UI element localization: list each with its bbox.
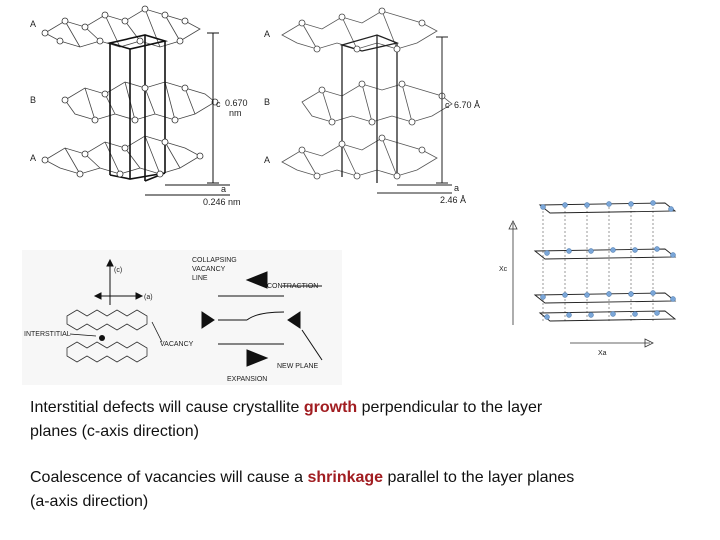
c-value: 0.670 [225,98,248,108]
vertical-dashes [542,207,654,323]
caption-interstitial-post: perpendicular to the layer planes (c-axi… [30,399,543,440]
layer-b-middle [64,81,216,121]
a-label: a [221,184,226,194]
a-label: a [454,183,459,193]
layer-stacking-axes-diagram: Xc Xa [499,200,677,357]
c-dimension [436,36,448,184]
layer-label-a-bottom: A [264,155,270,165]
layer-a-bottom [281,137,438,177]
stack-layers [533,202,677,322]
atoms [298,7,446,180]
caption-interstitial-highlight: growth [303,399,358,416]
a-axis-arrow [93,292,144,300]
caption-vacancy: Coalescence of vacancies will cause a sh… [30,466,590,514]
xc-axis-arrow [508,220,518,325]
a-dimension [377,184,452,194]
contraction-label: CONTRACTION [267,283,318,290]
collapsing-label-3: LINE [192,275,208,282]
contraction-arrows [201,271,301,367]
layer-a-bottom [44,135,201,175]
atoms [41,5,219,178]
layer-label-b: B [264,97,270,107]
graphite-lattice-diagram-nm: A B A c 0.670 nm a 0.246 nm [30,5,248,207]
layer-label-a-top: A [264,29,270,39]
c-label: c [445,100,450,110]
unit-cell-prism [106,34,169,182]
graphite-lattice-diagram-angstrom: A B A c 6.70 Å a 2.46 Å [264,7,480,205]
collapsing-label-1: COLLAPSING [192,257,237,264]
caption-vacancy-pre: Coalescence of vacancies will cause a [30,469,308,486]
c-axis-arrow [106,258,114,305]
plane-lines [218,285,323,361]
interstitial-atom [99,335,105,341]
new-plane-label: NEW PLANE [277,363,319,370]
a-dimension [145,184,230,196]
layer-a-top [44,8,201,48]
c-dimension [207,32,219,184]
xc-label: Xc [499,266,508,273]
hexagon-layers [66,309,148,363]
caption-interstitial: Interstitial defects will cause crystall… [30,396,590,444]
layer-label-a-bottom: A [30,153,36,163]
xa-label: Xa [598,350,607,357]
caption-interstitial-pre: Interstitial defects will cause crystall… [30,399,304,416]
c-value: 6.70 Å [454,100,480,110]
c-unit: nm [229,108,242,118]
c-label: c [216,99,221,109]
caption-vacancy-highlight: shrinkage [307,469,384,486]
defect-mechanism-diagram: (c) (a) INTERSTITIAL VACANCY COLLAPSING … [22,250,342,385]
layer-b-middle [301,83,453,123]
expansion-label: EXPANSION [227,376,267,383]
layer-label-a-top: A [30,19,36,29]
vacancy-leader [151,321,163,343]
vacancy-label: VACANCY [160,341,194,348]
interstitial-leader [69,333,97,337]
c-axis-label: (c) [114,267,122,274]
layer-label-b: B [30,95,36,105]
a-value: 0.246 nm [203,197,241,207]
a-value: 2.46 Å [440,195,466,205]
blue-atoms [540,200,676,320]
caption-vacancy-post: parallel to the layer planes (a-axis dir… [30,469,575,510]
layer-a-top [281,10,438,50]
interstitial-label: INTERSTITIAL [24,331,71,338]
xa-axis-arrow [570,338,654,348]
a-axis-label: (a) [144,294,153,301]
collapsing-label-2: VACANCY [192,266,226,273]
